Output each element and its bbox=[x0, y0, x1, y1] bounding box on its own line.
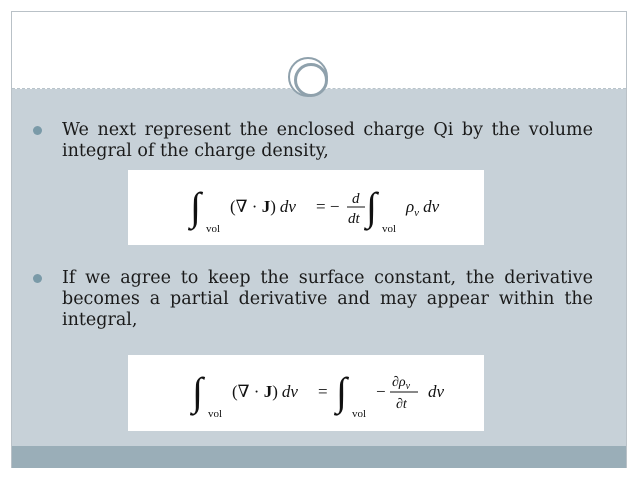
equals-sign: = − bbox=[316, 197, 339, 216]
rhs-differential: dv bbox=[428, 382, 445, 401]
bullet-text: We next represent the enclosed charge Qi… bbox=[62, 120, 593, 161]
bullet-item-2: If we agree to keep the surface constant… bbox=[33, 268, 593, 331]
lhs-expression: (∇ · J)dv bbox=[232, 382, 298, 401]
bullet-icon bbox=[33, 126, 42, 135]
integral-subscript: vol bbox=[208, 408, 222, 420]
bullet-item-1: We next represent the enclosed charge Qi… bbox=[33, 120, 593, 162]
fraction-denominator: dt bbox=[348, 211, 361, 227]
integral-sign: ∫ bbox=[363, 184, 380, 231]
footer-band bbox=[12, 446, 626, 468]
fraction-numerator: d bbox=[352, 191, 360, 207]
integral-sign: ∫ bbox=[187, 184, 204, 231]
integral-subscript: vol bbox=[352, 408, 366, 420]
bullet-text: If we agree to keep the surface constant… bbox=[62, 268, 593, 330]
fraction-numerator: ∂ρv bbox=[392, 375, 411, 392]
minus-sign: − bbox=[376, 382, 386, 401]
integral-sign: ∫ bbox=[333, 369, 350, 416]
lhs-expression: (∇ · J)dv bbox=[230, 197, 296, 216]
integral-subscript: vol bbox=[206, 223, 220, 235]
equation-2-svg: ∫ vol (∇ · J)dv = ∫ vol − ∂ρv ∂t dv bbox=[189, 369, 445, 420]
bullet-icon bbox=[33, 274, 42, 283]
integral-subscript: vol bbox=[382, 223, 396, 235]
circle-ornament-icon bbox=[288, 57, 328, 97]
integral-sign: ∫ bbox=[189, 369, 206, 416]
fraction-denominator: ∂t bbox=[396, 397, 408, 412]
equation-2: ∫ vol (∇ · J)dv = ∫ vol − ∂ρv ∂t dv bbox=[128, 355, 484, 431]
equals-sign: = bbox=[318, 382, 328, 401]
